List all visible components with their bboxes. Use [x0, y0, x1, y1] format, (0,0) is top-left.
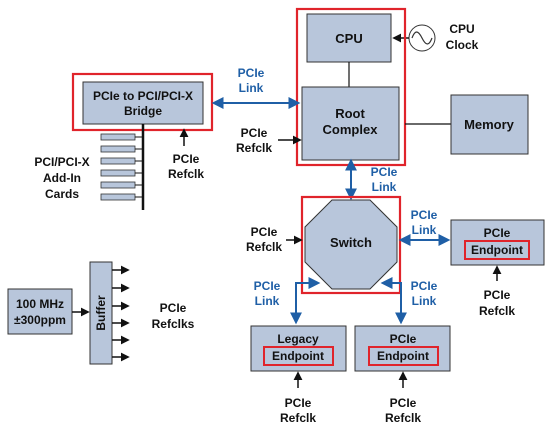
refclks-label-2: Refclks [152, 317, 195, 331]
root-switch-link-label-1: PCIe [371, 165, 398, 179]
cpu-clock-label-1: CPU [449, 22, 474, 36]
switch-endpoint-link-label-2: Link [412, 223, 437, 237]
endpoint-right-title: PCIe [484, 226, 511, 240]
addin-label-3: Cards [45, 187, 79, 201]
root-complex-label-1: Root [335, 106, 365, 121]
oscillator-label-1: 100 MHz [16, 297, 64, 311]
switch-label: Switch [330, 235, 372, 250]
legacy-endpoint-label: Endpoint [272, 349, 324, 363]
switch-refclk-label-1: PCIe [251, 225, 278, 239]
sine-wave-icon [411, 31, 433, 45]
legacy-endpoint-box [250, 325, 347, 372]
root-refclk-label-1: PCIe [241, 126, 268, 140]
bridge-refclk-label-1: PCIe [173, 152, 200, 166]
switch-pcie-link-label-2: Link [412, 294, 437, 308]
pcie-endpoint-refclk-label-2: Refclk [385, 411, 421, 425]
bridge-label-1: PCIe to PCI/PCI-X [93, 89, 193, 103]
cpu-box [306, 13, 392, 63]
legacy-endpoint-highlight [263, 346, 334, 366]
endpoint-right-refclk-label-2: Refclk [479, 304, 515, 318]
switch-pcie-link-arrow [380, 277, 407, 325]
cpu-clock-label-2: Clock [446, 38, 479, 52]
memory-box [450, 94, 529, 155]
legacy-refclk-label-2: Refclk [280, 411, 316, 425]
pcie-endpoint-highlight [368, 346, 439, 366]
pcie-endpoint-refclk-label-1: PCIe [390, 396, 417, 410]
root-complex-box [301, 86, 400, 161]
switch-pcie-link-label-1: PCIe [411, 279, 438, 293]
legacy-refclk-label-1: PCIe [285, 396, 312, 410]
oscillator-box [7, 288, 73, 335]
pcie-endpoint-title: PCIe [390, 332, 417, 346]
root-refclk-label-2: Refclk [236, 141, 272, 155]
endpoint-right-label: Endpoint [471, 243, 523, 257]
addin-label-1: PCI/PCI-X [34, 155, 89, 169]
switch-refclk-label-2: Refclk [246, 240, 282, 254]
addin-label-2: Add-In [43, 171, 81, 185]
switch-legacy-link-label-2: Link [255, 294, 280, 308]
buffer-box [89, 261, 113, 365]
bridge-link-label-2: Link [239, 81, 264, 95]
switch-endpoint-link-label-1: PCIe [411, 208, 438, 222]
bridge-label-2: Bridge [124, 104, 162, 118]
pcie-endpoint-label: Endpoint [377, 349, 429, 363]
switch-legacy-link-arrow [290, 277, 321, 325]
addin-card-slots [100, 133, 143, 201]
oscillator-label-2: ±300ppm [14, 313, 66, 327]
legacy-endpoint-title: Legacy [277, 332, 319, 346]
memory-label: Memory [464, 117, 515, 132]
endpoint-right-refclk-label-1: PCIe [484, 288, 511, 302]
switch-legacy-link-label-1: PCIe [254, 279, 281, 293]
pcie-endpoint-box [354, 325, 451, 372]
buffer-label: Buffer [94, 295, 108, 331]
buffer-output-arrows [112, 265, 130, 362]
root-switch-link-label-2: Link [372, 180, 397, 194]
cpu-label: CPU [335, 31, 362, 46]
endpoint-right-highlight [464, 240, 530, 260]
bridge-refclk-label-2: Refclk [168, 167, 204, 181]
root-complex-label-2: Complex [323, 122, 379, 137]
refclks-label-1: PCIe [160, 301, 187, 315]
bridge-box [82, 81, 204, 125]
switch-octagon [304, 199, 398, 290]
bridge-link-label-1: PCIe [238, 66, 265, 80]
